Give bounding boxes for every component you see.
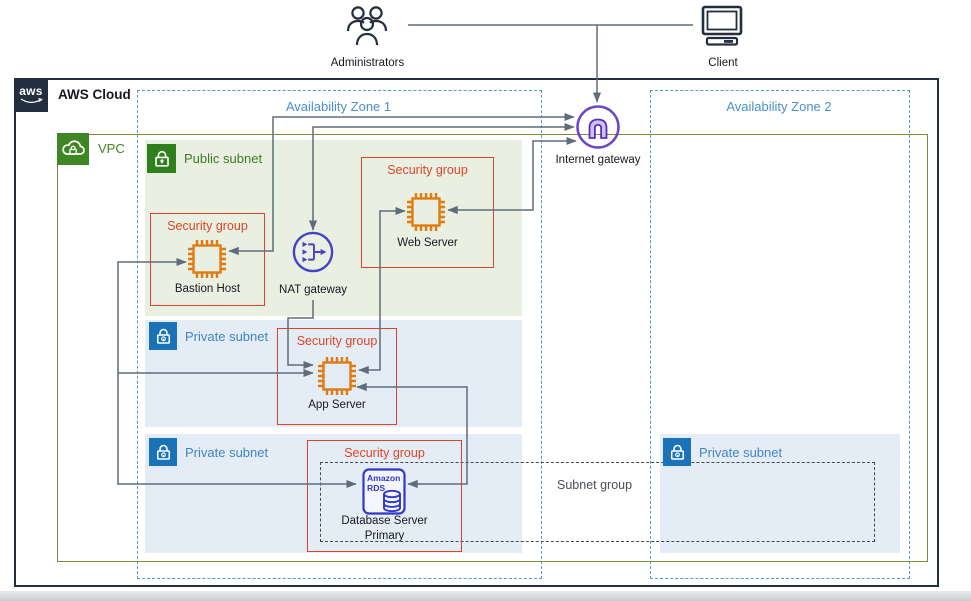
aws-logo-text: aws bbox=[19, 84, 43, 98]
security-group-web-box: Security group Web Server bbox=[361, 157, 494, 268]
vpc-icon bbox=[57, 133, 89, 165]
ec2-instance-icon-app bbox=[314, 353, 360, 404]
rds-badge-line2: RDS bbox=[367, 483, 385, 493]
public-subnet-icon bbox=[147, 144, 176, 173]
aws-cloud-label: AWS Cloud bbox=[58, 87, 131, 102]
web-server-label: Web Server bbox=[397, 237, 458, 249]
private-subnet-app-label: Private subnet bbox=[185, 329, 269, 344]
private-subnet-az2-icon bbox=[663, 438, 691, 466]
administrators-label: Administrators bbox=[330, 57, 405, 69]
private-subnet-app-icon bbox=[149, 322, 177, 350]
aws-logo-icon: aws bbox=[14, 78, 48, 112]
aws-cloud-box bbox=[14, 78, 939, 587]
security-group-web-label: Security group bbox=[387, 163, 468, 177]
app-server-label: App Server bbox=[308, 399, 366, 411]
rds-badge-line1: Amazon bbox=[367, 473, 400, 483]
security-group-db-label: Security group bbox=[344, 446, 425, 460]
availability-zone-1-label: Availability Zone 1 bbox=[285, 99, 392, 114]
vpc-label: VPC bbox=[98, 141, 125, 156]
security-group-bastion-label: Security group bbox=[167, 219, 248, 233]
database-server-label: Database Server bbox=[341, 515, 428, 527]
security-group-db-box: Security group Amazon RDS Database Serve… bbox=[307, 440, 462, 552]
security-group-app-label: Security group bbox=[296, 334, 378, 348]
private-subnet-db-icon bbox=[149, 438, 177, 466]
private-subnet-az2-label: Private subnet bbox=[699, 445, 783, 460]
availability-zone-2-box bbox=[650, 90, 910, 579]
client-label: Client bbox=[708, 57, 738, 69]
nat-gateway-icon bbox=[292, 231, 334, 278]
private-subnet-db-label: Private subnet bbox=[185, 445, 269, 460]
private-subnet-az2-region bbox=[660, 434, 900, 553]
availability-zone-2-label: Availability Zone 2 bbox=[726, 99, 832, 114]
ec2-instance-icon-web bbox=[403, 189, 449, 240]
administrators-icon bbox=[343, 3, 391, 54]
client-icon bbox=[699, 4, 745, 53]
nat-gateway-label: NAT gateway bbox=[279, 284, 347, 296]
subnet-group-box bbox=[320, 462, 875, 542]
subnet-group-label: Subnet group bbox=[557, 478, 633, 492]
bottom-strip bbox=[0, 591, 971, 601]
ec2-instance-icon-bastion bbox=[184, 236, 230, 287]
security-group-app-box: Security group App Server bbox=[277, 328, 397, 425]
security-group-bastion-box: Security group Bastion Host bbox=[150, 213, 265, 306]
bastion-host-label: Bastion Host bbox=[174, 283, 241, 295]
internet-gateway-icon bbox=[576, 105, 620, 154]
database-primary-label: Primary bbox=[364, 530, 405, 542]
internet-gateway-label: Internet gateway bbox=[555, 154, 641, 166]
public-subnet-label: Public subnet bbox=[184, 151, 263, 166]
amazon-rds-icon: Amazon RDS bbox=[362, 468, 406, 520]
